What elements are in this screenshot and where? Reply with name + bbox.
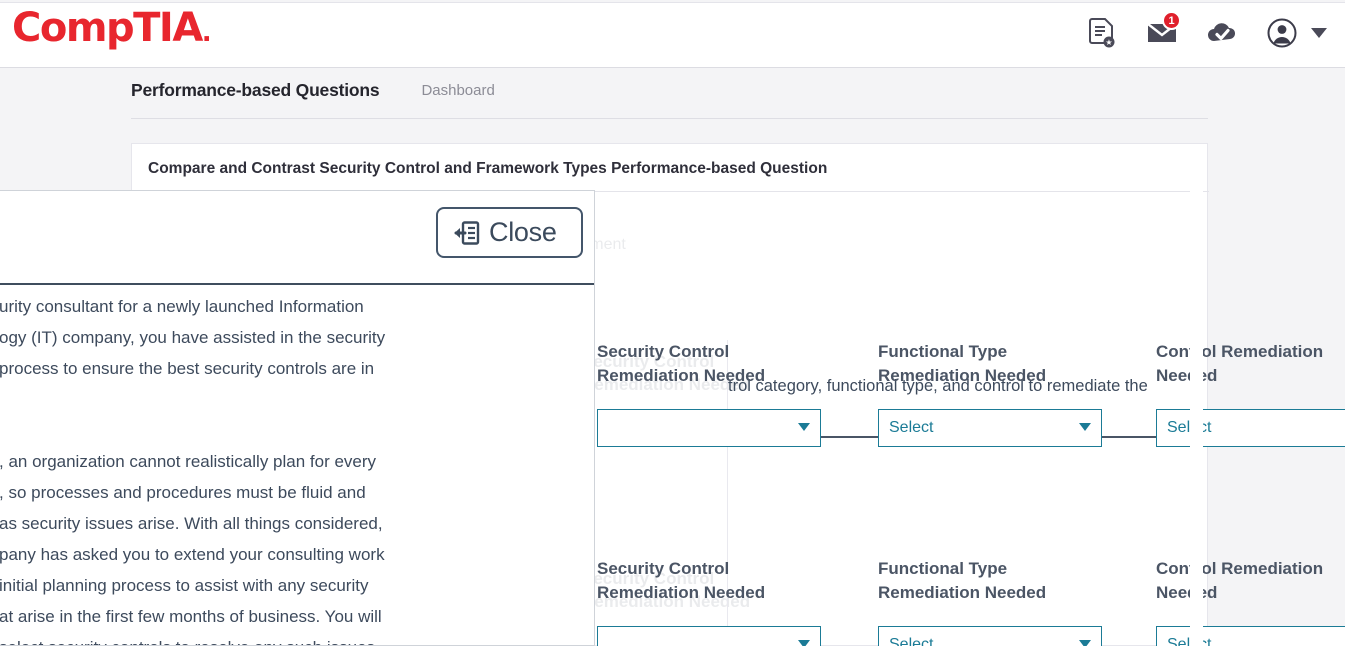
column-header-security-control: Security Control Remediation Needed: [597, 342, 766, 385]
back-arrow-box-icon: [452, 220, 480, 246]
header-icon-tray: ★ 1: [1085, 11, 1327, 52]
answer-cell-2-2: Functional Type Remediation Needed Selec…: [878, 557, 1103, 646]
scenario-line-4: , an organization cannot realistically p…: [0, 452, 377, 471]
column-left-border: [727, 340, 728, 646]
scenario-modal-rule: [0, 283, 594, 285]
close-button-label: Close: [489, 217, 557, 247]
user-avatar-icon[interactable]: [1265, 14, 1299, 52]
account-chevron-down-icon[interactable]: [1311, 28, 1327, 38]
select-security-control-2[interactable]: [597, 626, 821, 646]
vertical-scrollbar-track[interactable]: [1190, 190, 1203, 646]
column-header-security-control-2: Security Control Remediation Needed: [597, 559, 766, 602]
instruction-text: trol category, functional type, and cont…: [728, 377, 1148, 395]
chevron-down-icon: [798, 640, 810, 646]
select-security-control-1[interactable]: [597, 409, 821, 447]
answer-cell-2-3: Control Remediation Needed Select: [1156, 557, 1345, 646]
page-title: Performance-based Questions: [131, 80, 380, 100]
document-star-icon[interactable]: ★: [1085, 14, 1119, 52]
column-header-functional-type: Functional Type Remediation Needed: [878, 342, 1047, 385]
nav-underline: [131, 118, 1208, 119]
mail-unread-badge: 1: [1162, 11, 1181, 30]
logo-text: CompTIA: [12, 5, 203, 51]
answer-cell-2-1: Security Control Remediation Needed: [597, 557, 822, 646]
scenario-line-8: initial planning process to assist with …: [0, 576, 369, 595]
chevron-down-icon: [1079, 423, 1091, 431]
select-value-2-2: Select: [889, 636, 934, 646]
scenario-line-5: , so processes and procedures must be fl…: [0, 483, 366, 502]
top-header-bar: CompTIA. ★ 1: [0, 0, 1345, 68]
nav-link-dashboard[interactable]: Dashboard: [421, 82, 495, 99]
select-value-2-3: Select: [1167, 636, 1211, 646]
ghost-column-header-1: Security Control Remediation Needed: [582, 352, 751, 394]
comptia-logo[interactable]: CompTIA.: [12, 5, 212, 55]
card-divider: [132, 191, 1209, 192]
scenario-line-3: process to ensure the best security cont…: [0, 359, 375, 378]
mail-icon[interactable]: 1: [1145, 11, 1181, 52]
chevron-down-icon: [1079, 640, 1091, 646]
logo-registered-dot: .: [201, 18, 212, 48]
cloud-check-icon[interactable]: [1205, 14, 1239, 52]
close-button[interactable]: Close: [436, 207, 583, 258]
ghost-column-header-2: Security Control Remediation Needed: [582, 569, 751, 611]
breadcrumb-nav: Performance-based Questions Dashboard: [131, 80, 1208, 118]
select-functional-type-1[interactable]: Select: [878, 409, 1102, 447]
answer-cell-1-2: Functional Type Remediation Needed Selec…: [878, 340, 1103, 447]
select-control-remediation-2[interactable]: Select: [1156, 626, 1345, 646]
scenario-line-7: pany has asked you to extend your consul…: [0, 545, 385, 564]
window-chrome-strip: [0, 0, 1345, 3]
scenario-line-6: as security issues arise. With all thing…: [0, 514, 383, 533]
select-functional-type-2[interactable]: Select: [878, 626, 1102, 646]
scenario-modal: ario Close urity consultant for a ne: [0, 190, 595, 646]
answer-cell-1-1: Security Control Remediation Needed: [597, 340, 822, 447]
column-header-functional-type-2: Functional Type Remediation Needed: [878, 559, 1047, 602]
scenario-line-10: select security controls to resolve any …: [0, 632, 594, 645]
column-header-control-remediation-2: Control Remediation Needed: [1156, 559, 1324, 602]
scenario-line-1: urity consultant for a newly launched In…: [0, 297, 364, 316]
back-arrow-box-icon-svg: [454, 220, 480, 245]
answer-grid: Security Control Remediation Needed Func…: [597, 340, 1345, 646]
user-avatar-icon-svg: [1267, 18, 1297, 48]
question-card-title: Compare and Contrast Security Control an…: [148, 160, 828, 177]
document-star-icon-svg: ★: [1089, 18, 1115, 48]
cloud-check-icon-svg: [1208, 23, 1236, 41]
scenario-line-2: ogy (IT) company, you have assisted in t…: [0, 328, 386, 347]
chevron-down-icon: [798, 423, 810, 431]
scenario-line-9: at arise in the first few months of busi…: [0, 607, 382, 626]
scenario-modal-body: urity consultant for a newly launched In…: [0, 291, 594, 645]
select-control-remediation-1[interactable]: Select: [1156, 409, 1345, 447]
scenario-modal-header: ario Close: [0, 191, 594, 269]
column-header-control-remediation: Control Remediation Needed: [1156, 342, 1324, 385]
select-value-1-2: Select: [889, 419, 934, 436]
svg-text:★: ★: [1105, 38, 1112, 47]
answer-cell-1-3: Control Remediation Needed Select: [1156, 340, 1345, 447]
